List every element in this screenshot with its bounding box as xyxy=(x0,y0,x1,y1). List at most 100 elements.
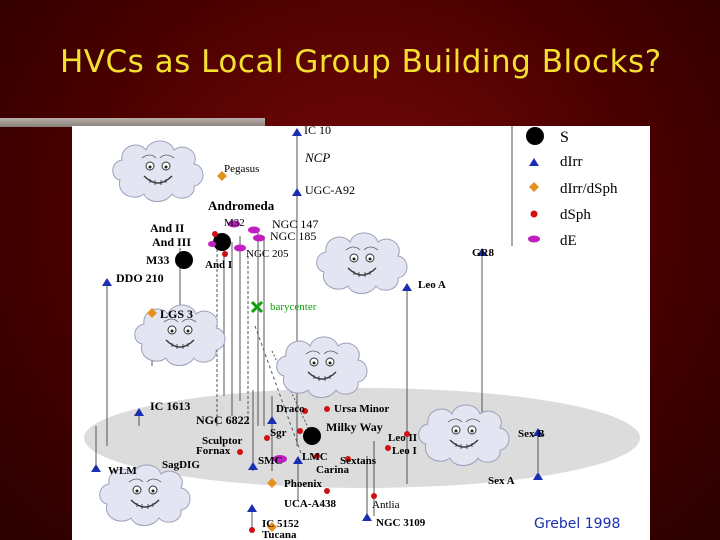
label-and3: And III xyxy=(152,235,191,249)
label-and2: And II xyxy=(150,221,185,235)
label-ic10: IC 10 xyxy=(304,126,331,137)
label-ugc-a92: UGC-A92 xyxy=(305,183,355,197)
legend-label-dirr-dsph: dIrr/dSph xyxy=(560,181,618,197)
label-andromeda: Andromeda xyxy=(208,198,275,213)
ngc205-marker xyxy=(234,244,246,252)
draco-marker xyxy=(302,408,308,414)
legend-de-icon xyxy=(528,235,540,243)
label-sagdig: SagDIG xyxy=(162,459,200,471)
leoa-marker xyxy=(402,283,412,291)
legend-dsph-icon xyxy=(530,210,538,218)
label-ddo210: DDO 210 xyxy=(116,271,164,285)
label-smc: SMC xyxy=(258,455,283,467)
antlia-marker xyxy=(371,493,377,499)
andromeda-marker xyxy=(213,233,231,251)
credit-text: Grebel 1998 xyxy=(534,516,621,532)
label-fornax: Fornax xyxy=(196,445,231,457)
m33-marker xyxy=(175,251,193,269)
lmc-marker xyxy=(273,455,287,463)
label-m32: M32 xyxy=(224,217,245,229)
ic5152-marker xyxy=(247,504,257,512)
legend-dirr-icon xyxy=(529,158,539,166)
label-ngc205: NGC 205 xyxy=(246,248,289,260)
ursa-minor-marker xyxy=(324,406,330,412)
sextans-marker xyxy=(345,456,351,462)
label-lmc: LMC xyxy=(302,451,328,463)
label-leo2: Leo II xyxy=(388,432,417,444)
legend-label-dsph: dSph xyxy=(560,207,591,223)
label-leo1: Leo I xyxy=(392,445,417,457)
ic5152-dsph-marker xyxy=(249,527,255,533)
hvc-cloud-2 xyxy=(316,232,408,295)
m32-marker xyxy=(228,220,240,228)
and1-marker xyxy=(222,251,228,257)
legend: S dIrr dIrr/dSph dSph dE xyxy=(526,127,618,249)
ngc185-marker xyxy=(253,234,265,242)
label-sexb: Sex B xyxy=(518,428,545,440)
legend-label-dirr: dIrr xyxy=(560,154,583,170)
hvc-cloud-3 xyxy=(276,336,368,399)
ngc3109-marker xyxy=(362,513,372,521)
ngc147-marker xyxy=(248,226,260,234)
carina-marker xyxy=(314,453,320,459)
label-ic1613: IC 1613 xyxy=(150,399,190,413)
page-title: HVCs as Local Group Building Blocks? xyxy=(60,44,662,80)
label-draco: Draco xyxy=(276,403,305,415)
barycenter-icon xyxy=(250,300,264,314)
phoenix-marker xyxy=(267,478,277,488)
leo2-marker xyxy=(404,431,410,437)
ic1613-marker xyxy=(134,408,144,416)
milkyway-marker xyxy=(303,427,321,445)
ic10-marker xyxy=(292,128,302,136)
label-ngc147: NGC 147 xyxy=(272,217,318,231)
sagdig-marker xyxy=(248,462,258,470)
legend-dirr-dsph-icon xyxy=(529,182,539,192)
label-lgs3: LGS 3 xyxy=(160,307,193,321)
legend-label-spiral: S xyxy=(560,129,569,146)
label-ngc6822: NGC 6822 xyxy=(196,413,250,427)
galaxy-markers xyxy=(91,128,543,533)
label-pegasus: Pegasus xyxy=(224,163,259,175)
label-gr8: GR8 xyxy=(472,247,495,259)
sculptor-marker xyxy=(264,435,270,441)
label-antlia: Antlia xyxy=(372,499,400,511)
label-ncp: NCP xyxy=(304,150,330,165)
label-phoenix: Phoenix xyxy=(284,478,322,490)
label-barycenter: barycenter xyxy=(270,301,317,313)
label-and1: And I xyxy=(205,259,232,271)
ddo210-marker xyxy=(102,278,112,286)
label-leoa: Leo A xyxy=(418,279,446,291)
hvc-cloud-4 xyxy=(418,404,510,467)
label-wlm: WLM xyxy=(108,465,137,477)
ngc6822-marker xyxy=(267,416,277,424)
wlm-marker xyxy=(91,464,101,472)
label-ngc185: NGC 185 xyxy=(270,229,316,243)
sexb-marker xyxy=(533,428,543,436)
uca-a438-marker xyxy=(324,488,330,494)
label-sgr: Sgr xyxy=(270,427,287,439)
label-carina: Carina xyxy=(316,464,350,476)
hvc-cloud-1 xyxy=(112,140,204,203)
label-sexa: Sex A xyxy=(488,475,515,487)
label-m33: M33 xyxy=(146,253,169,267)
lgs3-marker xyxy=(147,308,157,318)
and2-marker xyxy=(212,231,218,237)
label-ursa-minor: Ursa Minor xyxy=(334,403,389,415)
legend-spiral-icon xyxy=(526,127,544,145)
label-ic5152: IC 5152 xyxy=(262,518,299,530)
label-sculptor: Sculptor xyxy=(202,435,242,447)
and3-marker xyxy=(208,241,216,247)
ugc-a92-marker xyxy=(292,188,302,196)
sgr-marker xyxy=(297,428,303,434)
tucana-marker xyxy=(267,522,277,532)
label-tucana: Tucana xyxy=(262,529,297,540)
label-sextans: Sextans xyxy=(340,455,377,467)
label-milky-way: Milky Way xyxy=(326,420,383,434)
title-underline xyxy=(0,118,265,127)
pegasus-marker xyxy=(217,171,227,181)
gr8-marker xyxy=(477,248,487,256)
leo1-marker xyxy=(385,445,391,451)
label-uca-a438: UCA-A438 xyxy=(284,498,336,510)
legend-label-de: dE xyxy=(560,233,577,249)
diagram-svg: IC 10 NCP Pegasus UGC-A92 Andromeda M32 … xyxy=(84,126,640,540)
